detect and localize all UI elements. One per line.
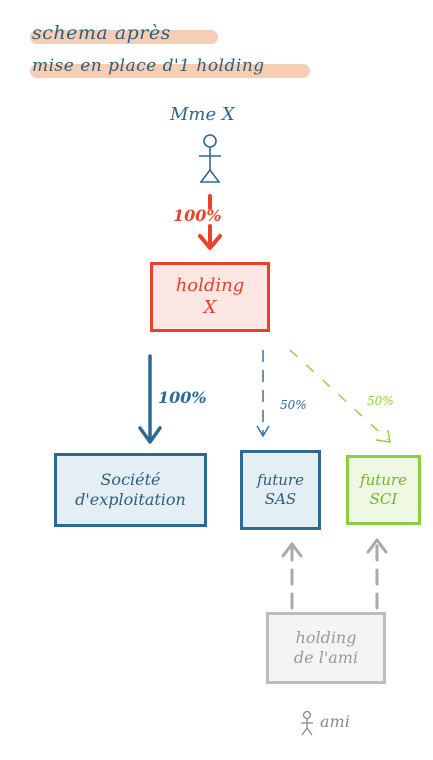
sas-line2: SAS xyxy=(264,490,297,508)
title-line-1: schema après xyxy=(32,22,171,44)
exploitation-line2: d'exploitation xyxy=(75,490,186,509)
percentage-holding-sci: 50% xyxy=(367,394,394,408)
arrow-holding-to-sci xyxy=(289,349,391,443)
person-label: Mme X xyxy=(170,104,235,125)
holding-x-line1: holding xyxy=(175,274,245,296)
holding-x-box: holding X xyxy=(150,262,270,332)
arrow-ami-to-sci xyxy=(366,538,388,610)
percentage-person-holding: 100% xyxy=(173,206,222,225)
arrow-ami-to-sas xyxy=(281,542,303,610)
percentage-holding-sas: 50% xyxy=(280,398,307,412)
future-sas-box: future SAS xyxy=(240,450,321,530)
ami-holding-line2: de l'ami xyxy=(293,648,359,667)
sci-line1: future xyxy=(360,471,407,490)
holding-x-line2: X xyxy=(203,297,217,318)
percentage-holding-exploitation: 100% xyxy=(158,388,207,407)
person-icon xyxy=(199,134,221,183)
sas-line1: future xyxy=(257,471,304,490)
title-line-2: mise en place d'1 holding xyxy=(32,56,265,76)
arrow-holding-to-exploitation xyxy=(138,354,162,444)
subtitle-highlight xyxy=(30,64,310,78)
friend-person-icon xyxy=(301,710,313,736)
exploitation-line1: Société xyxy=(100,470,161,489)
diagram-title: schema après mise en place d'1 holding xyxy=(0,0,433,90)
future-sci-box: future SCI xyxy=(346,455,421,525)
friend-holding-box: holding de l'ami xyxy=(266,612,386,684)
title-highlight xyxy=(30,30,218,44)
sci-line2: SCI xyxy=(369,490,398,508)
friend-label: ami xyxy=(320,712,350,731)
ami-holding-line1: holding xyxy=(295,628,357,647)
exploitation-company-box: Société d'exploitation xyxy=(54,453,207,527)
arrow-person-to-holding xyxy=(198,194,222,250)
arrow-holding-to-sas xyxy=(256,350,270,438)
